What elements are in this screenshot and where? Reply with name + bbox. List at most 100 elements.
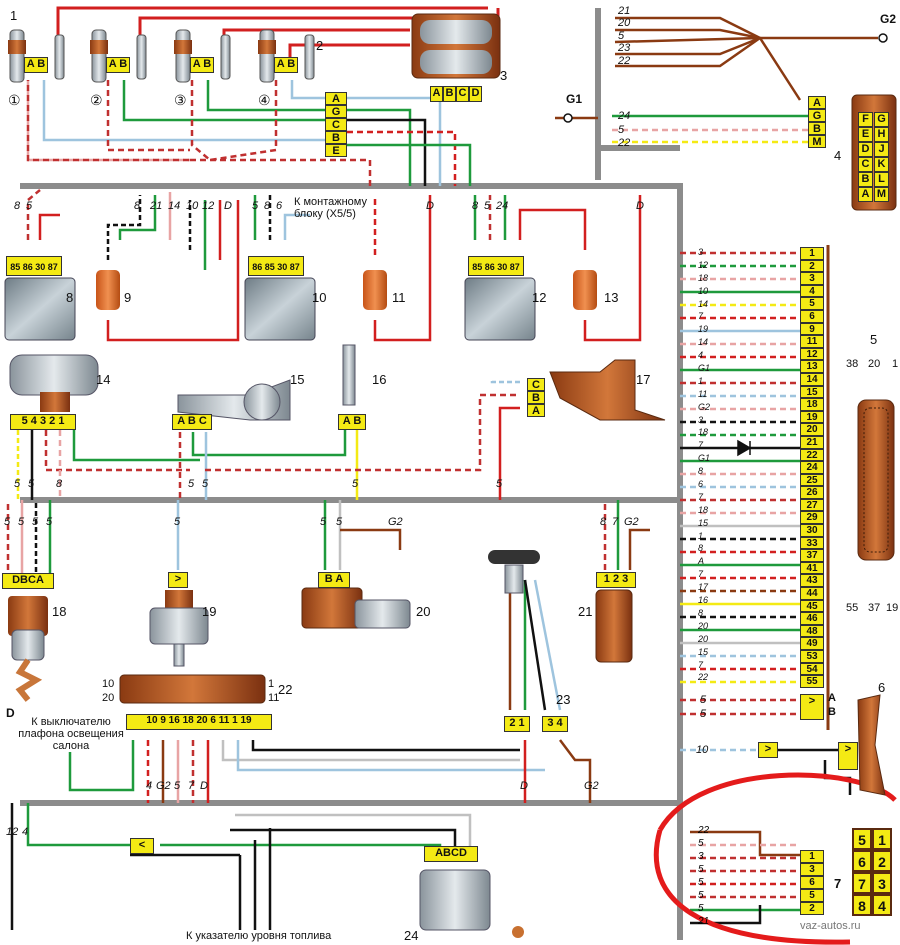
ecu-wire-label: 7 (698, 491, 704, 502)
relay10-pin-86: 86 (252, 262, 263, 272)
c7-wire-label: 5 (698, 864, 704, 875)
c19-pin: > (168, 572, 188, 588)
diag4-pin-g: G (808, 109, 826, 122)
throttle-pin-a: A (177, 415, 185, 427)
diag4-block-a: A (858, 187, 873, 202)
c18-wire-4: 5 (46, 516, 53, 528)
c18-pin-a: A (35, 574, 44, 586)
c20-wire-1: 5 (320, 516, 327, 528)
c21-pins: 1 2 3 (596, 572, 636, 588)
connector7-wires (690, 830, 800, 925)
relay10-pin-85: 85 (264, 262, 275, 272)
ecu-conn-bottom-2: 37 (868, 602, 881, 614)
injector-harness-pin-b: B (325, 131, 347, 144)
c20-wire-3: G2 (388, 516, 403, 528)
ecu-conn-top-2: 20 (868, 358, 881, 370)
ecu-wire-label: 19 (698, 324, 709, 335)
maf-pin-4: 4 (30, 415, 37, 427)
c20-pins: B A (318, 572, 350, 588)
diag4-block-b: B (858, 172, 873, 187)
sensor6-inline-connector: > (758, 742, 778, 758)
c21-pin-3: 3 (622, 573, 629, 585)
diag4-block-j: J (874, 142, 889, 157)
ecu-pin: 11 (800, 335, 824, 348)
diag4-block-d: D (858, 142, 873, 157)
component-label-15: 15 (290, 372, 305, 387)
c18-pin-b: B (20, 574, 28, 586)
coolant-pin-b: B (353, 415, 362, 427)
injector-3-label: ③ (174, 92, 187, 108)
connector4-wires (555, 16, 878, 144)
c7-block-pin: 1 (872, 828, 892, 850)
injector-4-label: ④ (258, 92, 271, 108)
component-label-3: 3 (500, 68, 508, 83)
ecu-pin: 53 (800, 650, 824, 663)
c22-pin-16: 16 (168, 715, 180, 726)
ecu-pin: 6 (800, 309, 824, 323)
ecu-wire-label: 16 (698, 595, 709, 606)
ecu-pin: 18 (800, 398, 824, 411)
injector-harness-pin-e: E (325, 144, 347, 157)
injector-harness-pin-c: C (325, 118, 347, 131)
c7-wire-label: 5 (698, 890, 704, 901)
relay12-pin-85: 85 (472, 262, 483, 272)
component-label-18: 18 (52, 604, 67, 619)
relay10-wire-1: 5 (252, 200, 259, 212)
c23-pin-4: 4 (556, 717, 563, 729)
relay-row-wire-6: D (224, 200, 232, 212)
c22-pin-1: 1 (232, 715, 238, 726)
ignition-pin-a: A (430, 86, 443, 102)
c7-block-pin: 6 (852, 850, 872, 872)
ecu-wire-label: G1 (698, 363, 711, 374)
maf-pin-5: 5 (21, 415, 28, 427)
c7-wire-label: 21 (698, 916, 710, 927)
relay-row-wire-2: 21 (150, 200, 163, 212)
injector2-pins: A B (106, 57, 130, 73)
c7-wire-label: 5 (698, 838, 704, 849)
ecu-wire-label: 7 (698, 311, 704, 322)
c21-wire-2: 7 (612, 516, 619, 528)
ecu-wire-label: 8 (698, 543, 704, 554)
ground-g1-terminal (563, 113, 573, 123)
relay8-pin-85: 85 (10, 262, 21, 272)
sensors (9, 344, 666, 421)
row2-wire-6: 5 (352, 478, 359, 490)
c7-block-pin: 3 (872, 872, 892, 894)
component-label-14: 14 (96, 372, 111, 387)
ecu-wire-label: 8 (698, 466, 704, 477)
sensor6-wire: 10 (696, 744, 709, 756)
ecu-wire-label: G1 (698, 453, 711, 464)
injector1-pins: A B (24, 57, 48, 73)
ecu-pin: 20 (800, 423, 824, 436)
maf-pin-3: 3 (39, 415, 47, 427)
component-label-20: 20 (416, 604, 431, 619)
ecu-pin: 54 (800, 662, 824, 676)
tr-wire-4: 23 (618, 42, 631, 54)
ecu-pin: 41 (800, 561, 824, 575)
ecu-wire-label: 18 (698, 272, 709, 283)
relay-row-wire-1: 8 (134, 200, 141, 212)
c22-pin-6: 6 (210, 715, 216, 726)
lower-wires (6, 500, 650, 930)
sensor-row-wires (16, 380, 520, 500)
ecu-pin: 44 (800, 587, 824, 600)
diag4-block-c: C (858, 157, 873, 172)
ground-g2-label: G2 (880, 12, 897, 26)
relay8-pin-87: 87 (47, 262, 58, 272)
c19-wire: 5 (174, 516, 181, 528)
throttle-pin-b: B (187, 415, 196, 427)
bottom-wire-2: 4 (22, 826, 29, 838)
diag4-wire-3: 22 (618, 137, 631, 149)
ecu-wire-label: 17 (698, 582, 709, 593)
ecu-wire-label: 7 (698, 440, 704, 451)
diag4-pin-a: A (808, 96, 826, 109)
c7-block-pin: 4 (872, 894, 892, 916)
ecu-wire-label: 12 (698, 259, 709, 270)
injector-2-label: ② (90, 92, 103, 108)
c23-wire-2: G2 (584, 780, 599, 792)
relay8-pin-30: 30 (35, 262, 46, 272)
